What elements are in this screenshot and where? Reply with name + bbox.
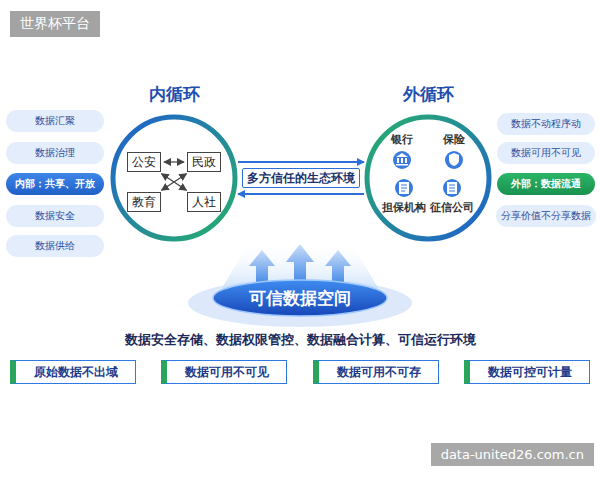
node-text: 银行 [391, 133, 413, 146]
cycle-heading: 内循环 [110, 84, 238, 104]
node-text: 人社 [192, 195, 216, 209]
node-text: 可信数据空间 [249, 288, 351, 308]
institution-label: 担保机构 [377, 200, 431, 216]
agency-box: 民政 [187, 152, 221, 172]
feature-pill: 数据供给 [6, 235, 104, 257]
feature-pill: 数据汇聚 [6, 110, 104, 132]
principle-tag: 数据可用不可存 [313, 360, 439, 384]
highlight-pill: 内部：共享、开放 [6, 173, 104, 195]
node-text: 内部：共享、开放 [15, 178, 95, 190]
node-text: 教育 [132, 195, 156, 209]
ecosystem-box: 多方信任的生态环境 [242, 168, 360, 188]
up-arrow [325, 250, 351, 282]
cycle-circle: 内循环公安民政教育人社 [110, 114, 238, 242]
node-text: 担保机构 [382, 201, 426, 214]
connector [161, 174, 186, 191]
ring-outline [364, 114, 492, 242]
node-text: 外部：数据流通 [511, 178, 581, 190]
credit-icon [443, 179, 461, 197]
highlight-pill: 外部：数据流通 [497, 173, 595, 195]
insurance-icon [445, 151, 463, 169]
feature-pill: 数据可用不可见 [497, 142, 595, 164]
node-text: 数据可用不可见 [185, 365, 269, 379]
node-text: 原始数据不出域 [34, 365, 118, 379]
capability-strap: 数据安全存储、数据权限管控、数据融合计算、可信运行环境 [125, 331, 476, 349]
institution-label: 保险 [438, 132, 470, 148]
node-text: 分享价值不分享数据 [501, 210, 591, 222]
principle-tag: 数据可用不可见 [161, 360, 287, 384]
connector [161, 174, 186, 191]
watermark: 世界杯平台 [10, 11, 100, 37]
up-arrow [286, 244, 314, 280]
node-text: 征信公司 [430, 201, 474, 214]
up-arrow [249, 250, 275, 282]
institution-label: 银行 [386, 132, 418, 148]
institution-label: 征信公司 [425, 200, 479, 216]
principle-tag: 原始数据不出域 [10, 360, 136, 384]
node-text: 民政 [192, 155, 216, 169]
node-text: 数据汇聚 [35, 115, 75, 127]
node-text: 保险 [443, 133, 465, 146]
platform-ellipse: 可信数据空间 [212, 279, 388, 317]
agency-box: 教育 [127, 192, 161, 212]
agency-box: 人社 [187, 192, 221, 212]
node-text: 数据治理 [35, 147, 75, 159]
feature-pill: 数据治理 [6, 142, 104, 164]
node-text: 数据可用不可见 [511, 147, 581, 159]
guarantee-icon [395, 179, 413, 197]
node-text: 数据不动程序动 [511, 118, 581, 130]
node-text: 数据可控可计量 [488, 365, 572, 379]
ring-outline [110, 114, 238, 242]
node-text: 数据供给 [35, 240, 75, 252]
node-text: 数据安全 [35, 210, 75, 222]
platform-glow [188, 279, 412, 327]
bank-icon [393, 151, 411, 169]
feature-pill: 分享价值不分享数据 [496, 205, 596, 227]
node-text: 数据可用不可存 [337, 365, 421, 379]
watermark: data-united26.com.cn [431, 443, 594, 466]
cycle-circle: 外循环银行保险担保机构征信公司 [364, 114, 492, 242]
connector [238, 161, 364, 163]
connector [164, 161, 184, 162]
agency-box: 公安 [127, 152, 161, 172]
feature-pill: 数据安全 [6, 205, 104, 227]
node-text: 多方信任的生态环境 [247, 171, 355, 185]
feature-pill: 数据不动程序动 [497, 113, 595, 135]
cycle-heading: 外循环 [364, 84, 492, 104]
node-text: 公安 [132, 155, 156, 169]
connector [238, 193, 364, 195]
principle-tag: 数据可控可计量 [464, 360, 590, 384]
